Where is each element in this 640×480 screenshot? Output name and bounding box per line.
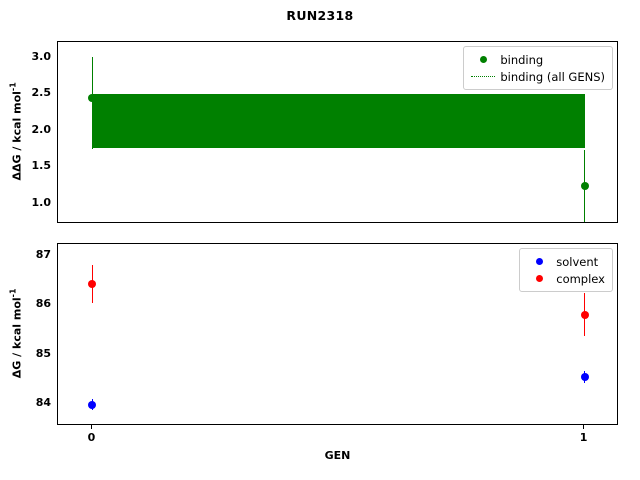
legend-item-binding-all-gens: binding (all GENS) <box>470 68 605 85</box>
legend-marker-solvent-icon <box>526 258 552 265</box>
binding-errorbar-gen0 <box>91 56 94 149</box>
figure-title: RUN2318 <box>286 8 354 23</box>
top-panel-plot-area: binding binding (all GENS) <box>57 41 618 223</box>
bottom-tick-label-85: 85 <box>35 346 51 360</box>
x-tick-label-1: 1 <box>579 431 588 444</box>
bottom-y-tick <box>57 354 58 355</box>
top-tick-label-2-0: 2.0 <box>31 122 52 136</box>
complex-marker-gen0 <box>88 280 97 289</box>
legend-item-binding: binding <box>470 51 605 68</box>
binding-all-gens-confidence-band <box>92 94 585 149</box>
top-tick-label-1-5: 1.5 <box>31 159 52 173</box>
bottom-tick-label-87: 87 <box>35 248 51 262</box>
top-y-tick <box>57 57 58 58</box>
top-y-tick <box>57 94 58 95</box>
top-tick-label-3-0: 3.0 <box>31 50 52 64</box>
x-tick-label-0: 0 <box>87 431 96 444</box>
top-y-tick <box>57 203 58 204</box>
legend-label-complex: complex <box>556 271 605 286</box>
bottom-panel-plot-area: solvent complex <box>57 243 618 425</box>
top-y-tick <box>57 167 58 168</box>
legend-label-binding-all-gens: binding (all GENS) <box>500 69 605 84</box>
legend-label-solvent: solvent <box>556 254 599 269</box>
binding-marker-gen0 <box>88 94 97 103</box>
bottom-panel-legend: solvent complex <box>519 248 613 292</box>
bottom-y-tick <box>57 256 58 257</box>
bottom-y-tick <box>57 305 58 306</box>
top-panel-legend: binding binding (all GENS) <box>463 46 613 90</box>
top-y-tick <box>57 130 58 131</box>
bottom-panel-y-axis-label-exponent: -1 <box>8 288 18 298</box>
legend-dotted-line-icon <box>470 76 496 77</box>
binding-marker-gen1 <box>580 182 589 191</box>
binding-all-gens-mean-line <box>92 121 585 123</box>
x-axis-label: GEN <box>324 449 351 462</box>
legend-label-binding: binding <box>500 52 544 67</box>
top-tick-label-2-5: 2.5 <box>31 86 52 100</box>
legend-item-complex: complex <box>526 270 605 287</box>
complex-marker-gen1 <box>580 311 589 320</box>
solvent-marker-gen1 <box>580 372 589 381</box>
bottom-y-tick <box>57 403 58 404</box>
legend-marker-binding-icon <box>470 56 496 63</box>
bottom-tick-label-84: 84 <box>35 395 51 409</box>
legend-marker-complex-icon <box>526 275 552 282</box>
x-tick-0 <box>90 425 93 429</box>
bottom-tick-label-86: 86 <box>35 297 51 311</box>
top-tick-label-1-0: 1.0 <box>31 195 52 209</box>
legend-item-solvent: solvent <box>526 253 605 270</box>
x-tick-1 <box>582 425 585 429</box>
solvent-marker-gen0 <box>88 400 97 409</box>
